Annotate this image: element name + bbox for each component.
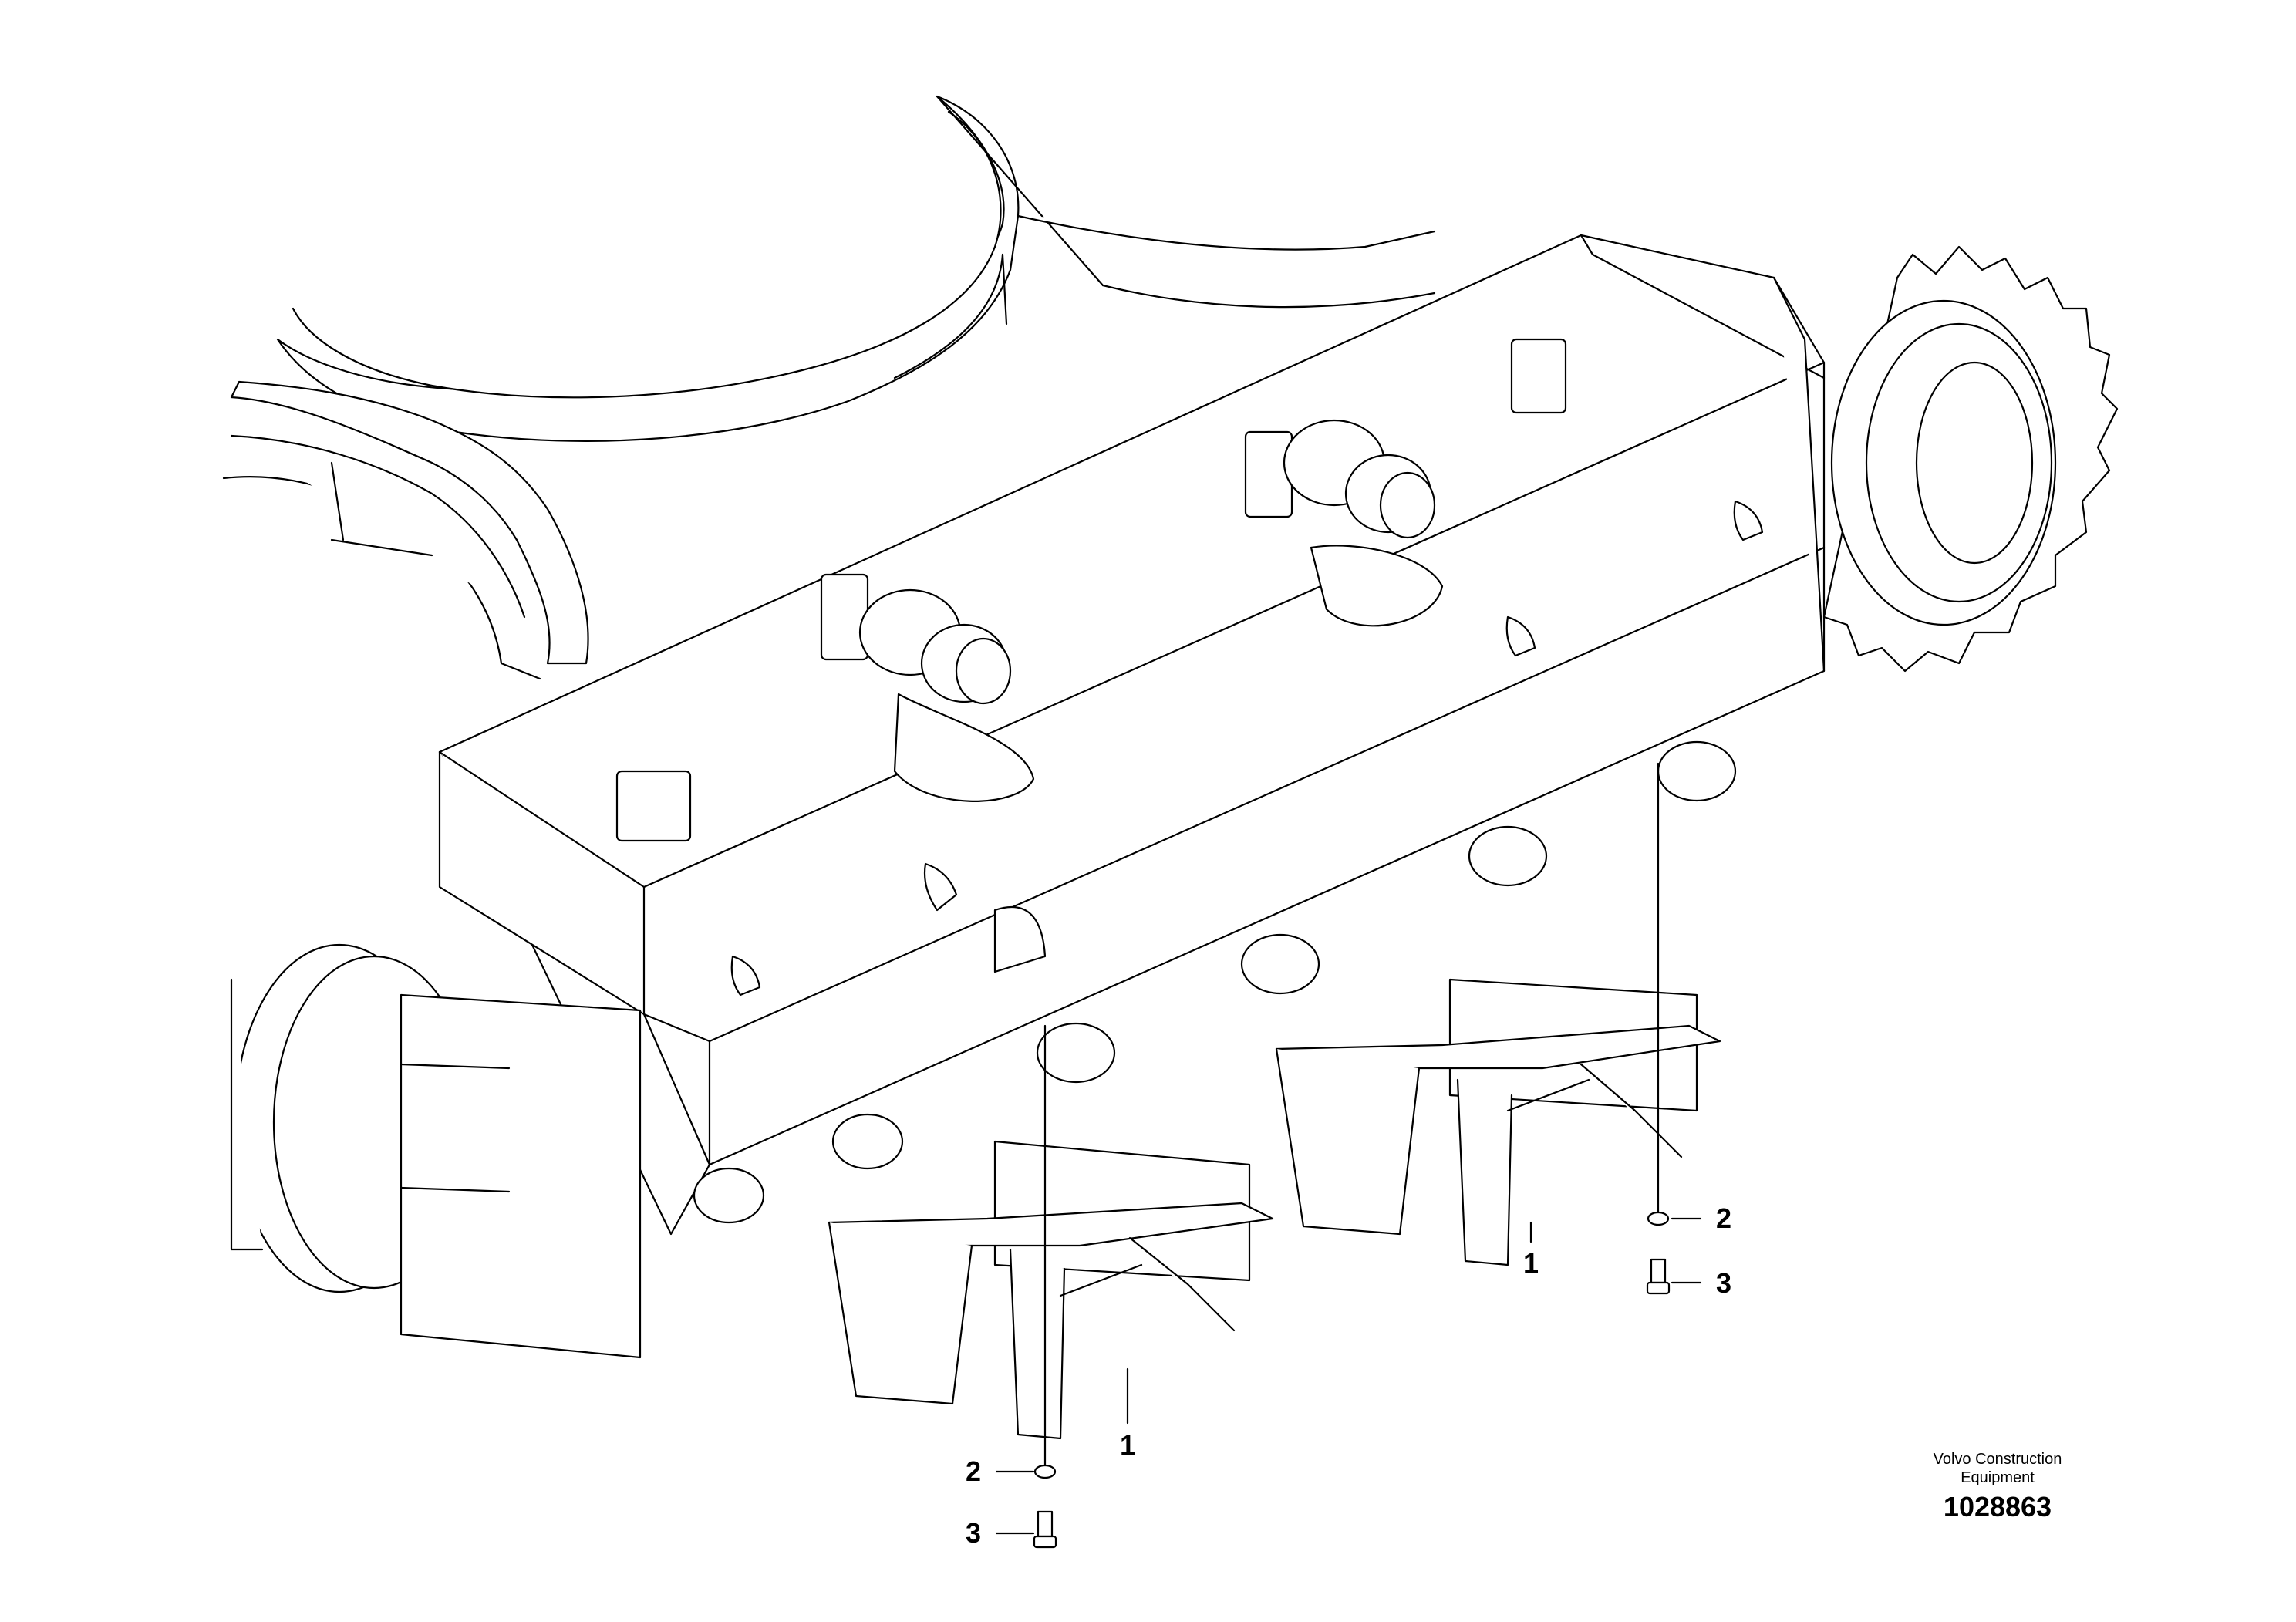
callout-guard-left: 1 [1120,1429,1135,1461]
front-idler [230,943,642,1359]
callout-bolt-right: 3 [1716,1267,1731,1299]
callout-labels: 1 2 3 1 2 3 [966,1202,1731,1549]
carrier-roller-right [1244,419,1444,627]
stopper-blocks [615,338,1764,996]
brand-name-line1: Volvo Construction [1933,1451,2062,1468]
callout-leaders [995,1217,1702,1535]
callout-guard-right: 1 [1523,1247,1539,1279]
slewing-ring [276,95,1020,442]
drive-sprocket [1822,245,2119,673]
fastener-leaders [1043,762,1660,1467]
bolt-left [1033,1510,1057,1549]
bolt-right [1646,1258,1671,1295]
washer-right [1647,1211,1670,1226]
brand-name-line2: Equipment [1961,1469,2035,1486]
washer-left [1033,1464,1057,1479]
callout-washer-left: 2 [966,1455,981,1487]
track-rollers [693,740,1737,1224]
track-guard-left [828,1140,1274,1440]
track-frame [438,234,1826,1236]
drawing-number: 1028863 [1943,1491,2052,1523]
callout-bolt-left: 3 [966,1517,981,1549]
carrier-roller-left [820,573,1035,802]
car-body [222,95,1436,680]
callout-washer-right: 2 [1716,1202,1731,1234]
track-guard-right [1275,978,1721,1266]
